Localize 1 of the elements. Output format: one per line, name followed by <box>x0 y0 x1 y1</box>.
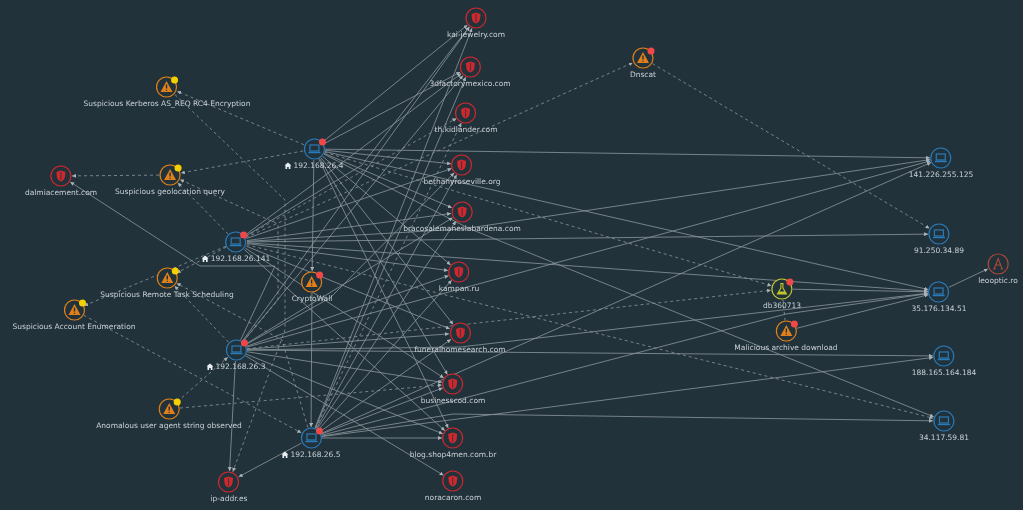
dashed-connector <box>782 299 786 321</box>
